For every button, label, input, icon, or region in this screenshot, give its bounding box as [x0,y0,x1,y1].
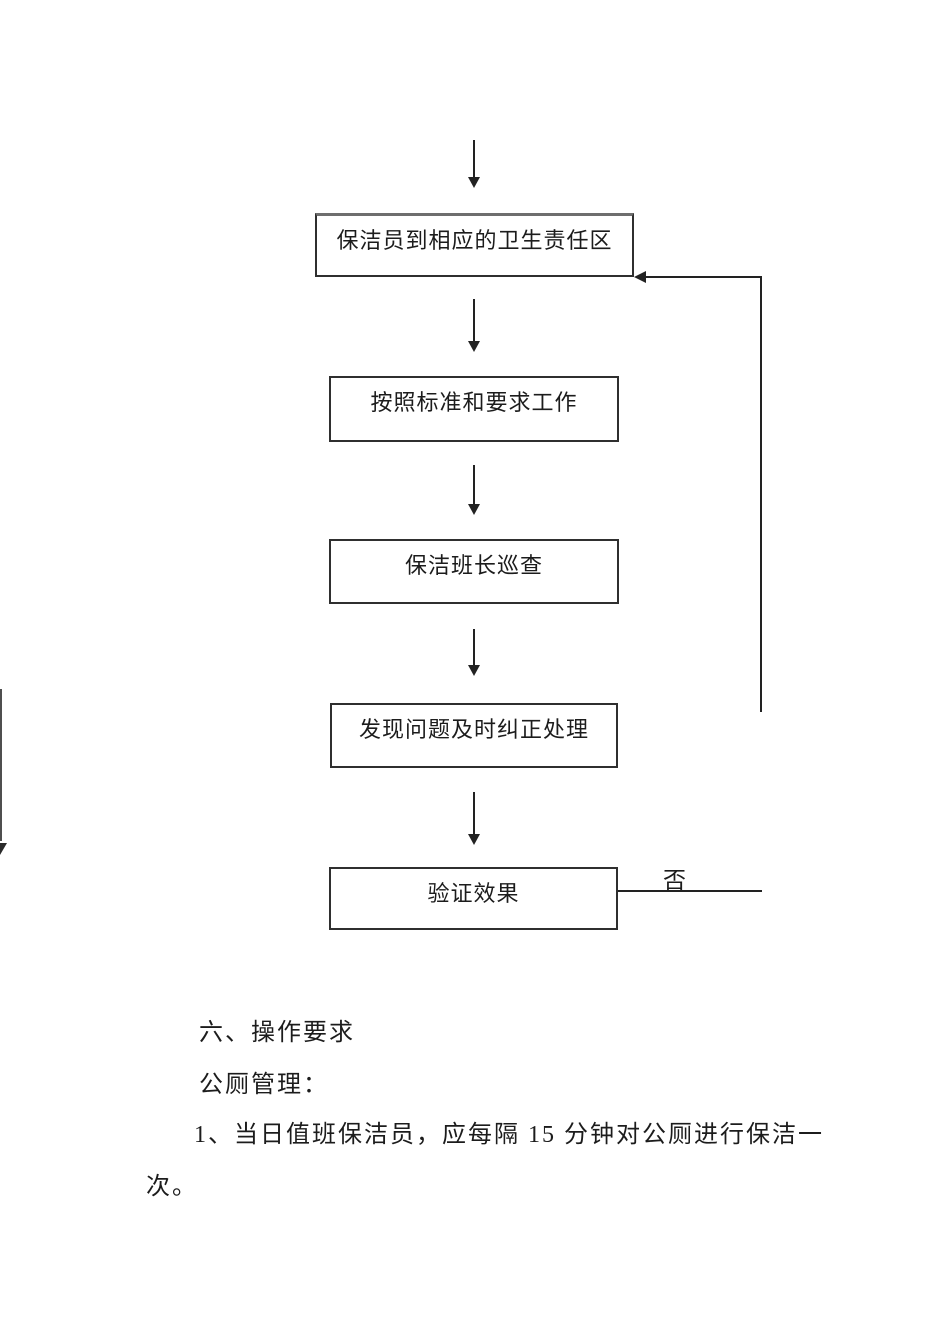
flow-arrow-down-2 [468,465,480,515]
flow-box-step-4-label: 发现问题及时纠正处理 [358,717,589,742]
left-edge-arrow-line [0,689,2,841]
arrow-line [473,629,475,666]
flow-arrow-down-1 [468,299,480,352]
arrow-line [473,465,475,505]
flow-box-step-1-label: 保洁员到相应的卫生责任区 [336,228,613,253]
flow-box-step-1: 保洁员到相应的卫生责任区 [315,213,634,277]
flow-box-step-3-label: 保洁班长巡查 [404,553,543,578]
arrow-down-icon [468,504,480,515]
arrow-down-icon [468,665,480,676]
section-heading: 六、操作要求 [199,1020,355,1046]
feedback-line-top [646,276,762,278]
flow-box-step-5: 验证效果 [329,867,618,930]
body-paragraph-line-1: 1、当日值班保洁员，应每隔 15 分钟对公厕进行保洁一 [194,1122,824,1148]
arrow-line [473,299,475,342]
body-paragraph-line-2: 次。 [146,1174,198,1200]
arrow-down-icon [468,341,480,352]
arrow-down-icon [468,834,480,845]
flow-arrow-down-4 [468,792,480,845]
flow-box-step-4: 发现问题及时纠正处理 [330,703,618,768]
arrow-left-icon [634,271,646,283]
flow-box-step-3: 保洁班长巡查 [329,539,619,604]
no-branch-label: 否 [663,868,686,893]
flow-box-step-5-label: 验证效果 [427,881,520,906]
flow-box-step-2-label: 按照标准和要求工作 [370,390,578,415]
flow-box-step-2: 按照标准和要求工作 [329,376,619,442]
subsection-heading: 公厕管理： [199,1072,329,1098]
flow-arrow-down-3 [468,629,480,676]
no-branch-line [618,890,762,892]
arrow-down-icon [0,843,7,855]
feedback-line-vertical [760,276,762,712]
arrow-down-icon [468,177,480,188]
arrow-line [473,792,475,835]
arrow-line [473,140,475,178]
flow-arrow-down-entry [468,140,480,188]
